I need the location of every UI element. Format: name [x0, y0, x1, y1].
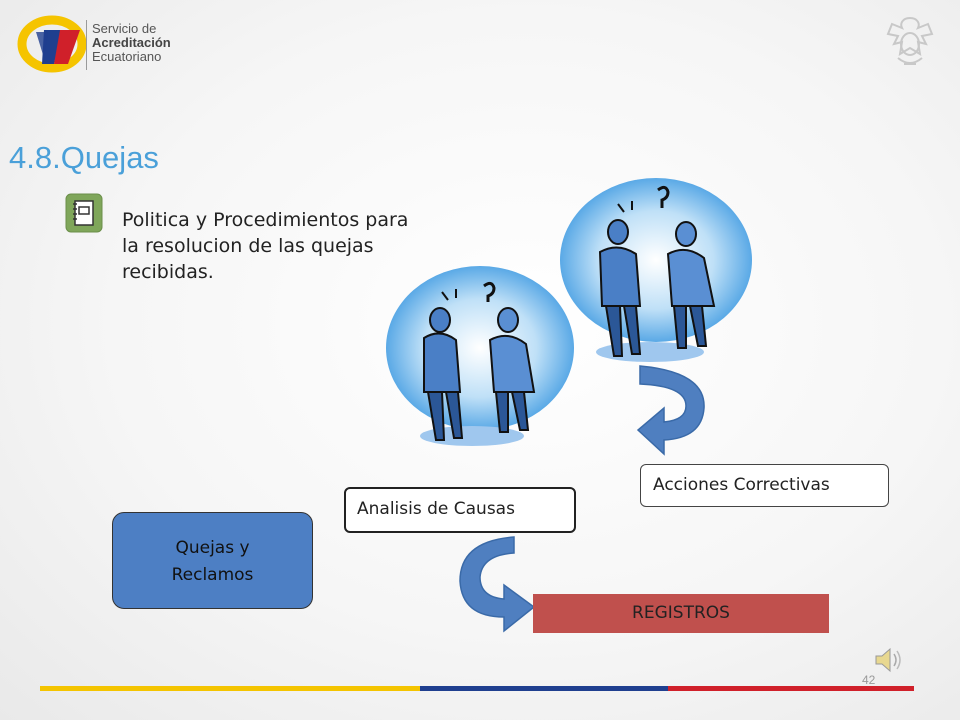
acciones-correctivas-box: Acciones Correctivas [640, 464, 889, 507]
curved-arrow-right [636, 365, 705, 456]
curved-arrow-down [459, 536, 536, 633]
logo-line-1: Servicio de [92, 21, 157, 36]
men-clipart-right [560, 178, 752, 362]
logo-line-3: Ecuatoriano [92, 49, 162, 64]
page-number: 42 [862, 673, 876, 687]
registros-label: REGISTROS [632, 603, 730, 623]
analisis-causas-label: Analisis de Causas [357, 499, 515, 519]
logo-text: Servicio de Acreditación Ecuatoriano [92, 22, 171, 64]
slide-title: 4.8.Quejas [9, 140, 159, 175]
men-clipart-left [386, 266, 574, 446]
speaker-icon[interactable] [872, 646, 904, 674]
logo-divider [86, 20, 87, 70]
crest-icon [886, 16, 934, 65]
quejas-label-line-2: Reclamos [171, 565, 254, 585]
notepad-icon [65, 193, 103, 233]
logo-line-2: Acreditación [92, 35, 171, 50]
registros-box: REGISTROS [533, 594, 829, 633]
acciones-correctivas-label: Acciones Correctivas [653, 475, 830, 495]
bullet-text: Politica y Procedimientos para la resolu… [122, 209, 409, 283]
quejas-reclamos-box: Quejas y Reclamos [112, 512, 313, 609]
footer-tricolor-line [40, 686, 914, 691]
logo-icon [17, 15, 87, 73]
analisis-causas-box: Analisis de Causas [344, 487, 576, 533]
quejas-label-line-1: Quejas y [175, 538, 250, 558]
